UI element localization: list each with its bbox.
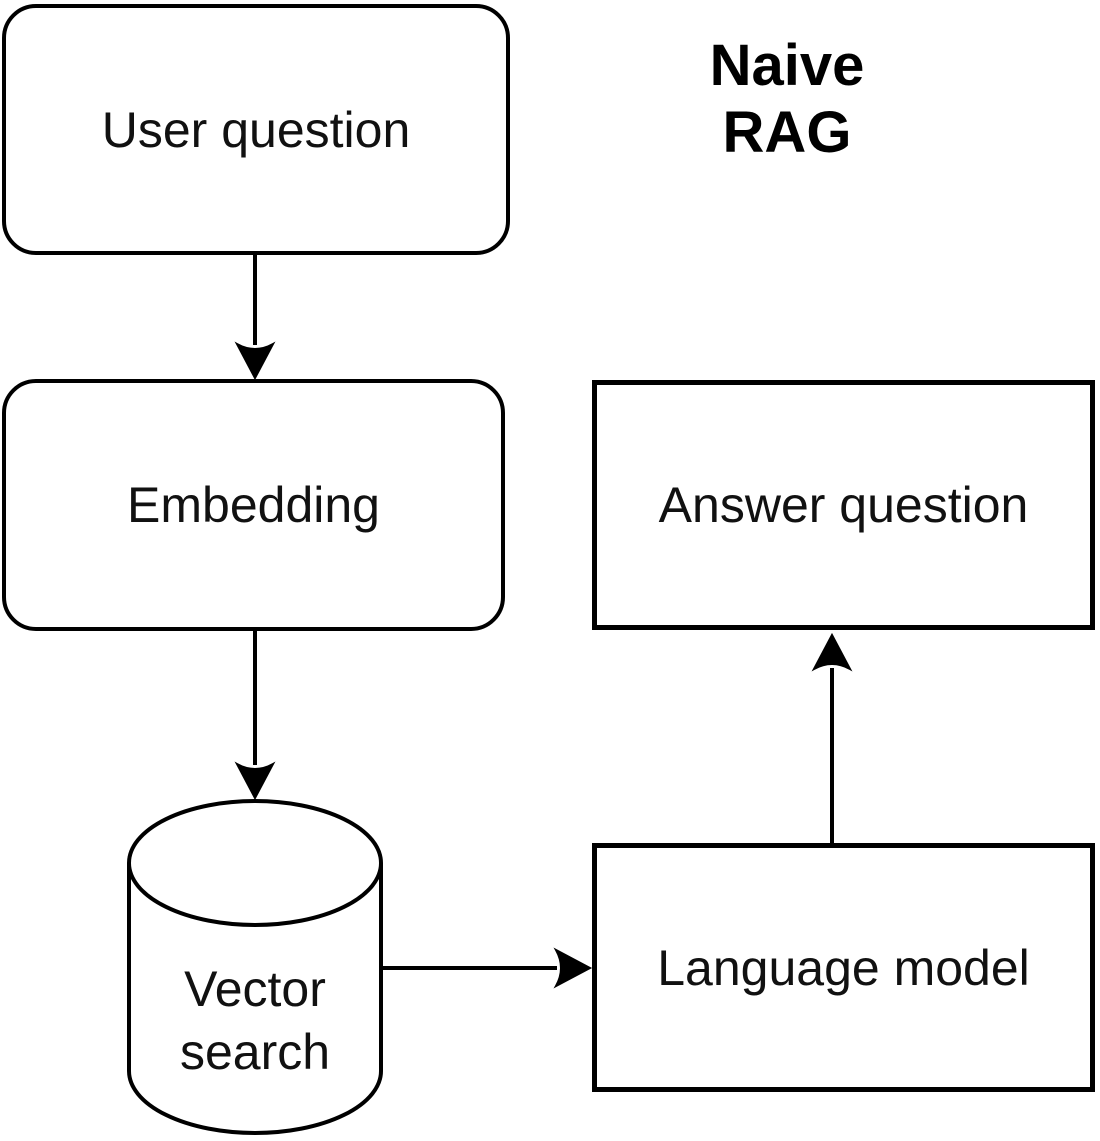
arrow-vector-search-to-language-model xyxy=(383,947,593,989)
diagram-title-line2: RAG xyxy=(722,100,852,166)
arrow-embedding-to-vector-search xyxy=(234,631,276,801)
node-vector-search-label: Vector search xyxy=(179,961,331,1080)
node-user-question-label: User question xyxy=(101,101,411,158)
node-answer-question-label: Answer question xyxy=(658,477,1029,533)
diagram-title-line1: Naive xyxy=(709,33,865,98)
database-cylinder-icon xyxy=(127,799,383,1135)
node-language-model-label: Language model xyxy=(657,939,1030,996)
arrow-language-model-to-answer-question xyxy=(811,632,853,843)
node-language-model: Language model xyxy=(592,843,1095,1092)
node-embedding: Embedding xyxy=(2,379,505,631)
arrow-user-question-to-embedding xyxy=(234,255,276,381)
node-vector-search xyxy=(125,797,385,1141)
node-embedding-label: Embedding xyxy=(127,477,380,533)
node-user-question: User question xyxy=(2,4,510,255)
node-answer-question: Answer question xyxy=(592,380,1095,630)
diagram-title: Naive RAG xyxy=(637,32,937,167)
